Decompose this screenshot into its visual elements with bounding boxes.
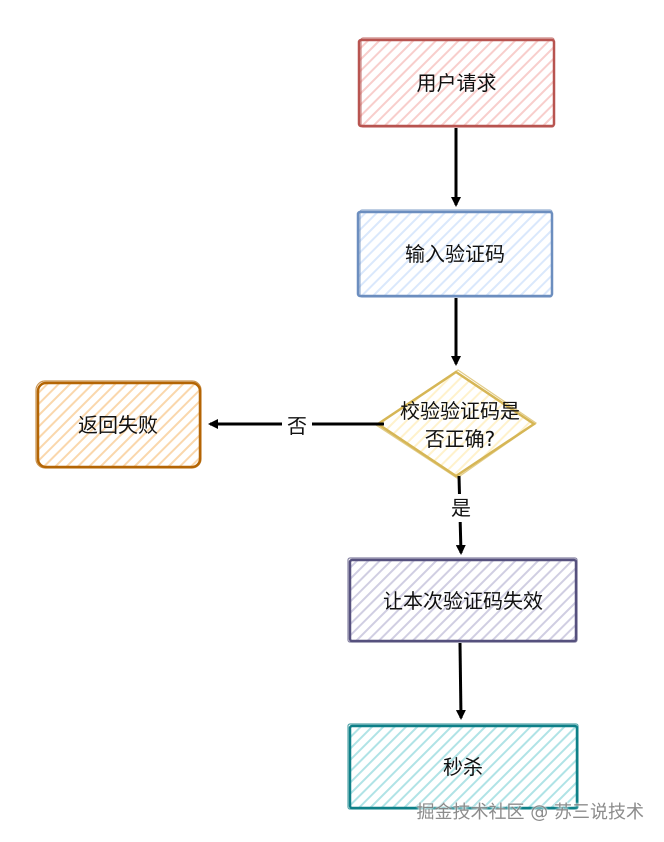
node-flash-sale-sketch-stroke bbox=[347, 723, 579, 810]
node-flash-sale-box bbox=[348, 724, 579, 810]
node-verify-captcha-diamond bbox=[375, 370, 537, 478]
edge-no-label: 否 bbox=[287, 414, 307, 438]
node-verify-captcha: 校验验证码是 否正确? bbox=[374, 369, 538, 479]
edge-invalidate-to-flash-sale bbox=[455, 642, 466, 720]
node-invalidate-captcha-label: 让本次验证码失效 bbox=[383, 589, 543, 613]
watermark: 掘金技术社区 @ 苏三说技术 bbox=[416, 802, 644, 823]
node-verify-captcha-line2: 否正确? bbox=[425, 427, 496, 451]
node-invalidate-captcha-box bbox=[348, 558, 578, 643]
node-flash-sale-label: 秒杀 bbox=[443, 755, 483, 779]
node-return-failure-box bbox=[36, 381, 202, 469]
edge-no-label-bg bbox=[282, 410, 312, 438]
node-flash-sale: 秒杀 bbox=[347, 723, 579, 810]
node-return-failure: 返回失败 bbox=[35, 380, 202, 469]
node-verify-captcha-line1: 校验验证码是 bbox=[400, 399, 520, 423]
node-return-failure-sketch-stroke bbox=[35, 380, 202, 469]
node-user-request-sketch-stroke bbox=[360, 37, 555, 128]
node-verify-captcha-sketch-stroke bbox=[374, 369, 538, 479]
node-user-request: 用户请求 bbox=[357, 37, 556, 128]
node-input-captcha-label: 输入验证码 bbox=[405, 242, 505, 266]
node-input-captcha: 输入验证码 bbox=[356, 209, 554, 298]
node-user-request-label: 用户请求 bbox=[417, 71, 497, 95]
edge-yes-label: 是 bbox=[451, 496, 471, 520]
node-input-captcha-sketch-stroke bbox=[359, 209, 553, 298]
node-return-failure-label: 返回失败 bbox=[78, 413, 158, 437]
node-invalidate-captcha: 让本次验证码失效 bbox=[347, 557, 578, 643]
node-invalidate-captcha-sketch-stroke bbox=[347, 557, 578, 643]
edge-yes-label-bg bbox=[446, 494, 476, 522]
